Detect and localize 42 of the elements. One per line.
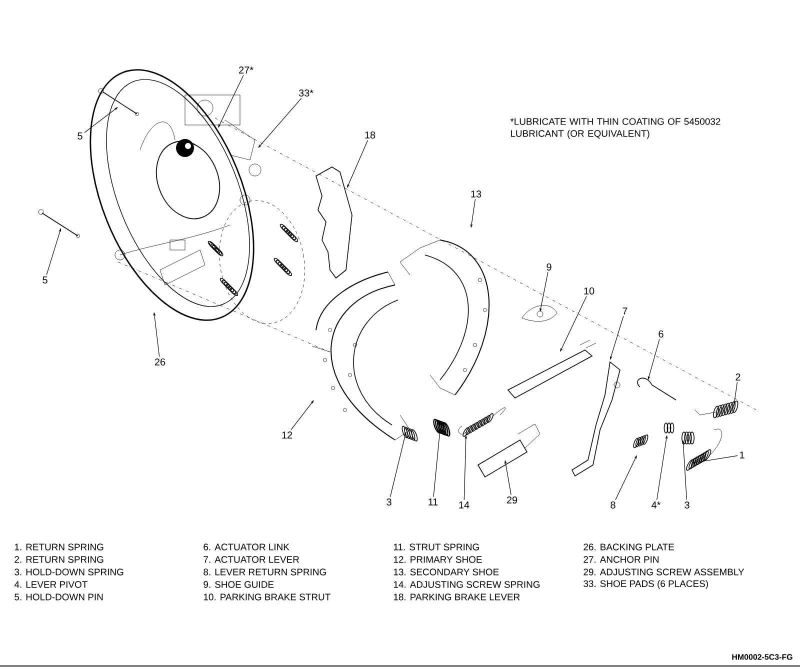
- callout-number: 5: [78, 132, 82, 140]
- callout-number: 7: [622, 308, 628, 314]
- callout-number: 18: [365, 131, 376, 139]
- callout-number: 13: [471, 190, 482, 198]
- callout-number: 10: [584, 287, 594, 295]
- callout-number: 27*: [239, 66, 254, 74]
- callout-number: 3: [684, 501, 690, 509]
- parts-list-item: 14. ADJUSTING SCREW SPRING: [394, 581, 540, 588]
- parts-list-item: 6. ACTUATOR LINK: [204, 544, 290, 550]
- callout-number: 14: [459, 502, 470, 508]
- callout-number: 12: [282, 432, 292, 438]
- callout-number: 4*: [652, 502, 661, 508]
- parts-list-item: 9. SHOE GUIDE: [204, 581, 274, 588]
- parts-list-item: 1. RETURN SPRING: [14, 544, 104, 550]
- parts-list-item: 26. BACKING PLATE: [584, 544, 674, 550]
- parts-list-item: 4. LEVER PIVOT: [14, 581, 88, 588]
- parts-list-item: 10. PARKING BRAKE STRUT: [204, 594, 330, 600]
- parts-list-item: 27. ANCHOR PIN: [584, 556, 658, 563]
- callout-number: 9: [546, 263, 552, 271]
- callout-number: 6: [658, 330, 664, 338]
- note-text: *LUBRICATE WITH THIN COATING OF 5450032 LUBRICANT (OR EQUIVALENT): [510, 118, 720, 139]
- parts-list-item: 2. RETURN SPRING: [14, 556, 104, 563]
- parts-list-item: 29. ADJUSTING SCREW ASSEMBLY: [584, 568, 744, 576]
- leader-line: [258, 98, 302, 148]
- parts-list-item: 8. LEVER RETURN SPRING: [204, 568, 326, 576]
- parts-list-item: 13. SECONDARY SHOE: [394, 568, 499, 576]
- callout-number: 2: [736, 374, 740, 380]
- callout-number: 29: [506, 496, 518, 504]
- callout-number: 8: [610, 501, 616, 509]
- callout-number: 1: [740, 452, 744, 458]
- callout-number: 11: [428, 498, 438, 506]
- callout-number: 3: [386, 498, 392, 506]
- parts-list-item: 11. STRUT SPRING: [394, 544, 479, 550]
- parts-list-item: 18. PARKING BRAKE LEVER: [394, 594, 520, 600]
- callout-number: 33*: [298, 89, 314, 97]
- parts-list-item: 33. SHOE PADS (6 PLACES): [584, 580, 708, 589]
- callout-number: 5: [42, 276, 48, 284]
- parts-list-item: 3. HOLD-DOWN SPRING: [14, 568, 124, 576]
- callout-number: 26: [154, 358, 166, 366]
- parts-list-item: 7. ACTUATOR LEVER: [204, 556, 300, 563]
- parts-list-item: 5. HOLD-DOWN PIN: [14, 594, 103, 600]
- parts-list-item: 12. PRIMARY SHOE: [394, 556, 482, 563]
